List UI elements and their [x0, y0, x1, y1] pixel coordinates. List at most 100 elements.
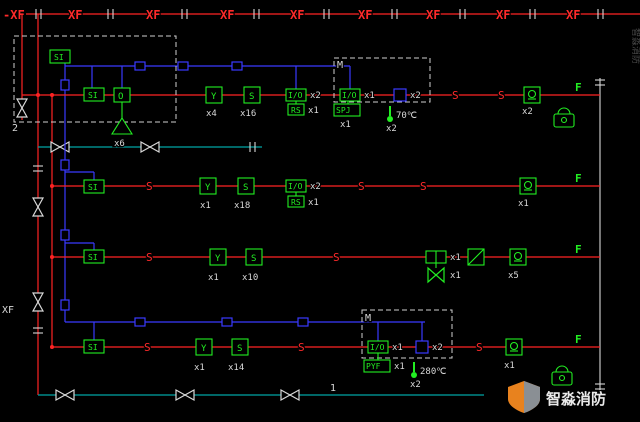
pyf-module [363, 359, 391, 373]
bus-module-icon [415, 340, 429, 354]
sprinkler-label: S [420, 180, 427, 193]
gate-valve-icon [32, 197, 44, 217]
io-count: x2 [310, 91, 321, 101]
output-label: O [118, 92, 123, 102]
signal-valve-icon [243, 86, 261, 104]
xf-branch-label: XF [68, 8, 82, 22]
pyf-label: PYF [366, 362, 381, 371]
valve-glyph: Y [205, 183, 211, 193]
watermark-brand-text: 智淼消防 [546, 390, 606, 408]
si-module [83, 249, 105, 264]
io-label: I/O [342, 91, 357, 100]
signal-valve-glyph: S [243, 183, 248, 193]
sprinkler-label: S [146, 251, 153, 264]
module-box-label: M [365, 313, 371, 324]
watermark-logo [508, 381, 540, 413]
module-box [333, 57, 431, 103]
si-label: SI [88, 343, 98, 352]
temp-sensor-icon [410, 361, 418, 379]
temp-count: x2 [410, 380, 421, 390]
left-riser-label: XF [2, 305, 14, 316]
floor-indicator-icon [519, 177, 537, 195]
floor-label: F [575, 172, 582, 185]
io-count: x1 [364, 91, 375, 101]
gate-valve-icon [32, 292, 44, 312]
io-label: I/O [288, 182, 303, 191]
valve-count: x4 [206, 109, 217, 119]
bus-connector-icon [60, 159, 70, 171]
sprinkler-label: S [146, 180, 153, 193]
wet-alarm-valve-icon [205, 86, 223, 104]
valve-count: x1 [200, 201, 211, 211]
rs-label: RS [291, 198, 301, 207]
indicator-count: x2 [522, 107, 533, 117]
bus-connector-icon [221, 317, 233, 327]
signal-valve-count: x16 [240, 109, 256, 119]
si-module [83, 179, 105, 194]
alarm-valve-group-box [13, 35, 177, 123]
gate-valve-icon [175, 389, 195, 401]
signal-valve-glyph: S [237, 344, 242, 354]
valve-glyph: Y [211, 92, 217, 102]
diagonal-mark [467, 248, 485, 266]
xf-branch-label: XF [220, 8, 234, 22]
temp-rating-label: 280℃ [420, 367, 446, 377]
bus-module-icon [393, 88, 407, 102]
gate-valve-icon [55, 389, 75, 401]
io-count: x1 [392, 343, 403, 353]
floor-indicator-icon [523, 86, 541, 104]
rs-label: RS [291, 106, 301, 115]
bus-connector-icon [134, 61, 146, 71]
valve-count: x1 [208, 273, 219, 283]
xf-branch-label: XF [290, 8, 304, 22]
signal-valve-glyph: S [251, 254, 256, 264]
butterfly-valve-icon [435, 266, 445, 284]
temp-count: x2 [386, 124, 397, 134]
butterfly-valve-count: x1 [450, 271, 461, 281]
gate-valve-icon [16, 98, 28, 118]
rs-module [287, 103, 305, 116]
signal-valve-count: x18 [234, 201, 250, 211]
butterfly-valve-icon [427, 266, 437, 284]
signal-valve-glyph: S [249, 92, 254, 102]
spj-module [333, 103, 361, 117]
bus-module-count: x2 [432, 343, 443, 353]
bus-connector-icon [177, 61, 189, 71]
valve-glyph: Y [201, 344, 207, 354]
signal-valve-icon [237, 177, 255, 195]
sprinkler-label: S [476, 341, 483, 354]
io-label: I/O [288, 91, 303, 100]
spj-count: x1 [340, 120, 351, 130]
si-module [83, 339, 105, 354]
valve-module-count: x1 [450, 253, 461, 263]
si-module [49, 49, 71, 64]
speaker-icon [111, 116, 133, 135]
bus-module-count: x2 [410, 91, 421, 101]
xf-branch-label: XF [146, 8, 160, 22]
alarm-bell-icon [551, 365, 573, 386]
sprinkler-label: S [358, 180, 365, 193]
si-label: SI [54, 53, 64, 62]
bus-connector-icon [134, 317, 146, 327]
signal-valve-count: x14 [228, 363, 244, 373]
io-count: x2 [310, 182, 321, 192]
xf-branch-label: XF [358, 8, 372, 22]
bus-connector-icon [231, 61, 243, 71]
gate-valve-icon [50, 141, 70, 153]
signal-valve-icon [245, 248, 263, 266]
watermark-side-text: 智淼消防 [630, 28, 640, 64]
rs-count: x1 [308, 106, 319, 116]
indicator-count: x5 [508, 271, 519, 281]
bus-connector-icon [60, 79, 70, 91]
temp-sensor-icon [386, 105, 394, 123]
indicator-count: x1 [518, 199, 529, 209]
bus-connector-icon [297, 317, 309, 327]
signal-valve-count: x10 [242, 273, 258, 283]
xf-branch-label: XF [426, 8, 440, 22]
module-box [361, 309, 453, 359]
sprinkler-label: S [452, 89, 459, 102]
rs-count: x1 [308, 198, 319, 208]
gate-valve-icon [280, 389, 300, 401]
spj-label: SPJ [336, 106, 350, 115]
